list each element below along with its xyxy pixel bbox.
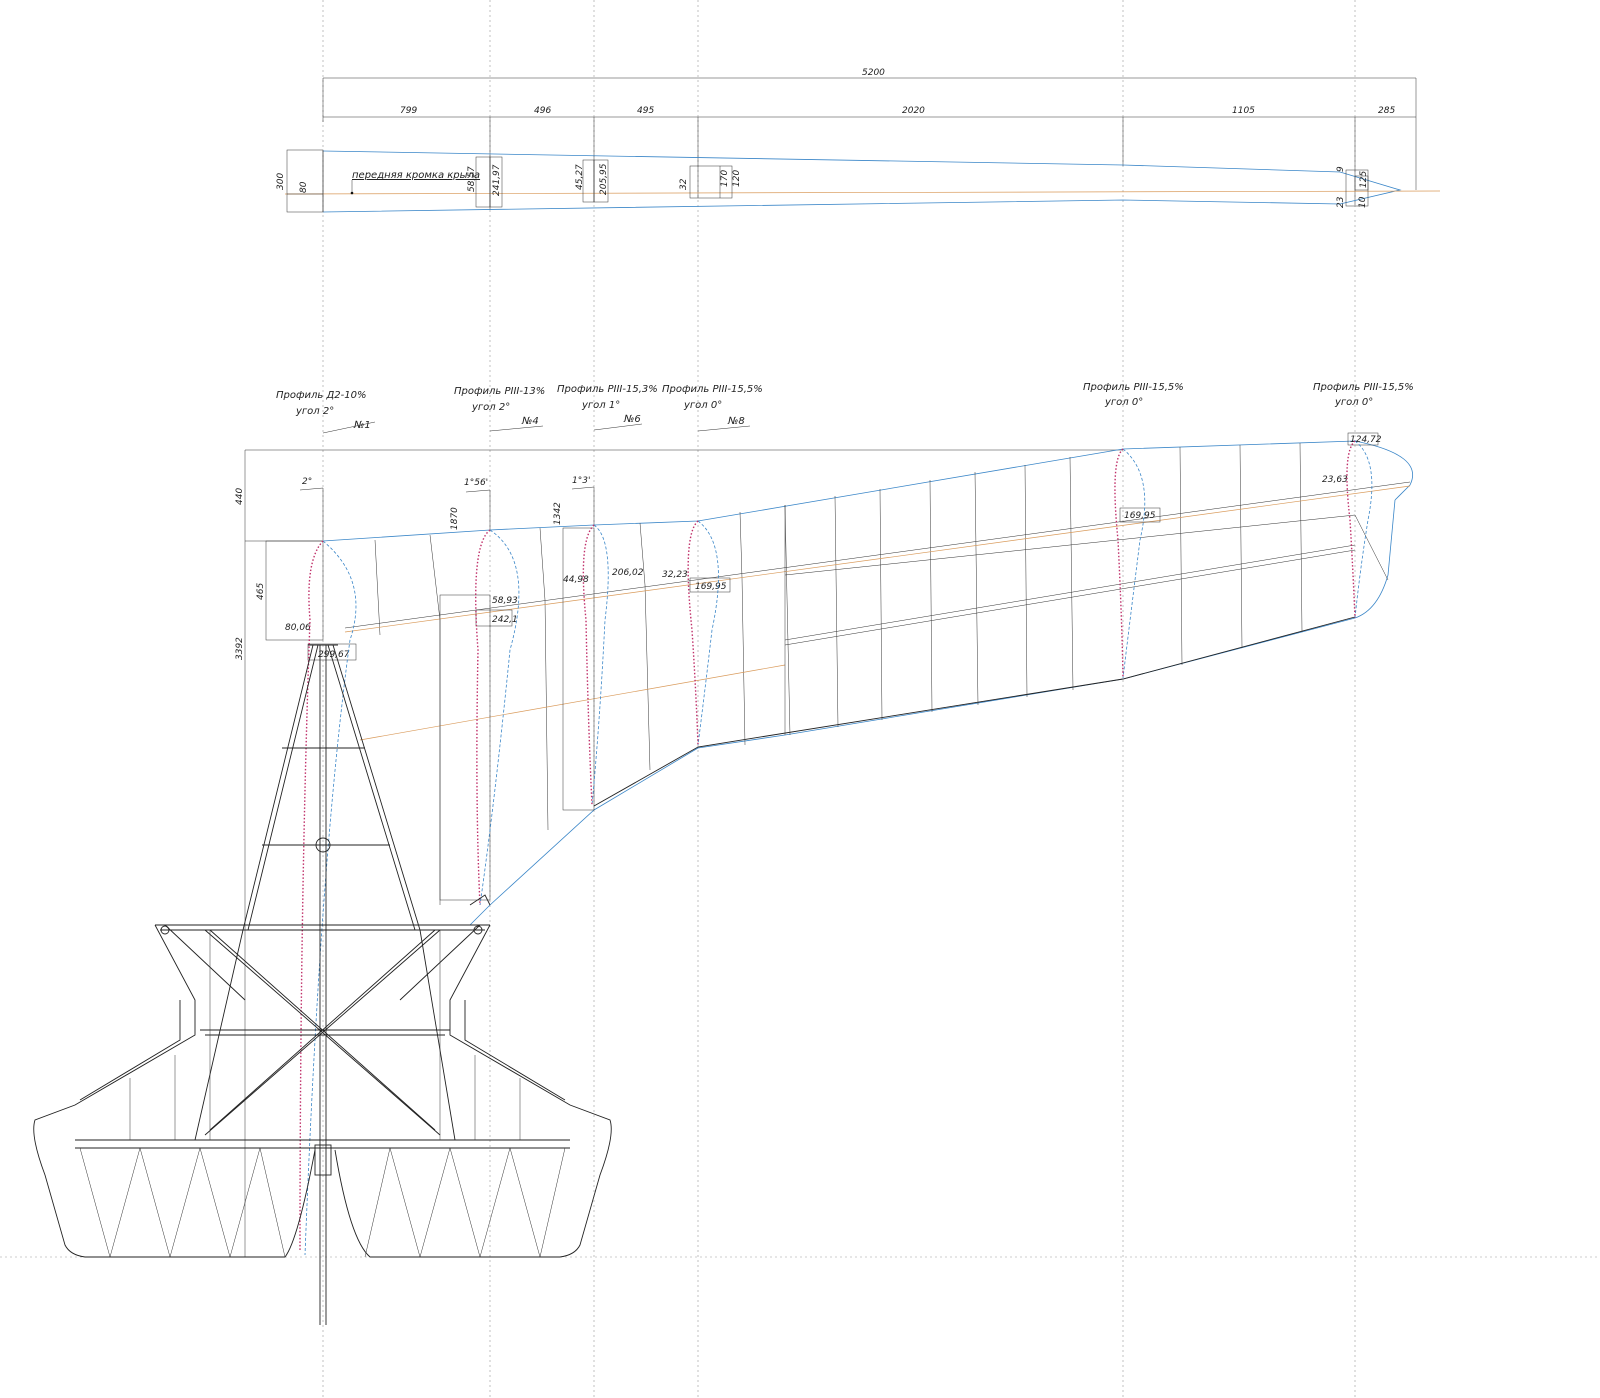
profile-8-name: Профиль РIII-15,5% [662,384,763,395]
dim-5857: 58,57 [467,166,477,192]
profile-4-number: №4 [521,416,539,427]
dim-10: 10 [1358,196,1368,208]
dim-20602: 206,02 [612,568,644,578]
dim-4527: 45,27 [575,164,585,190]
profile-mid-angle: угол 0° [1104,397,1143,408]
profile-tip-angle: угол 0° [1334,397,1373,408]
leading-edge-label: передняя кромка крыла [352,170,480,181]
dim-9: 9 [1336,166,1346,172]
profile-1-name: Профиль Д2-10% [276,390,367,401]
dim-300: 300 [276,173,286,190]
profile-mid-name: Профиль РIII-15,5% [1083,382,1184,393]
dim-16995-b: 169,95 [1124,511,1156,521]
dim-seg-5: 1105 [1232,106,1255,116]
dim-20595: 205,95 [599,163,609,195]
profile-8-angle: угол 0° [683,400,722,411]
profile-tip-name: Профиль РIII-15,5% [1313,382,1414,393]
dim-1342: 1342 [553,502,563,525]
wing-plan: 440 3392 465 80,06 299,67 [235,432,1413,1257]
profile-6-angle: угол 1° [581,400,620,411]
dim-total-span: 5200 [862,68,885,78]
profile-8-number: №8 [727,416,745,427]
dim-120: 120 [732,170,742,187]
dim-440: 440 [235,488,245,505]
angle-156: 1°56' [464,478,488,488]
dim-3392: 3392 [235,637,245,660]
dim-2363: 23,63 [1322,475,1348,485]
angle-2: 2° [302,477,312,487]
dim-3223: 32,23 [662,570,688,580]
dim-seg-1: 799 [400,106,417,116]
profile-1-number: №1 [353,420,371,431]
angle-13: 1°3' [572,476,590,486]
ribs [374,442,1303,905]
profile-6-number: №6 [623,414,641,425]
dim-170: 170 [720,170,730,187]
top-view: 5200 799 496 495 2020 1105 285 300 80 пе… [276,68,1441,213]
dim-16995-a: 169,95 [695,582,727,592]
dim-125: 125 [1359,171,1369,188]
center-section [33,644,612,1325]
profile-labels: Профиль Д2-10% угол 2° №1 Профиль РIII-1… [276,382,1414,434]
dim-80: 80 [299,181,309,193]
profile-4-angle: угол 2° [471,402,510,413]
dim-4498: 44,98 [563,575,589,585]
dim-29967: 299,67 [318,650,350,660]
profile-1-angle: угол 2° [295,406,334,417]
dim-8006: 80,06 [285,623,311,633]
profile-6-name: Профиль РIII-15,3% [557,384,658,395]
dim-23: 23 [1336,196,1346,208]
dim-465: 465 [256,583,266,600]
dim-24197: 241,97 [492,164,502,196]
dim-seg-3: 495 [637,106,654,116]
dim-32: 32 [679,178,689,190]
dim-1870: 1870 [450,507,460,530]
dim-12472: 124,72 [1350,435,1382,445]
dim-5893: 58,93 [492,596,518,606]
profile-4-name: Профиль РIII-13% [454,386,545,397]
dim-seg-2: 496 [534,106,551,116]
dim-2421: 242,1 [492,615,518,625]
dim-seg-4: 2020 [902,106,925,116]
airfoil-sections [299,440,1373,1256]
dim-seg-6: 285 [1378,106,1395,116]
